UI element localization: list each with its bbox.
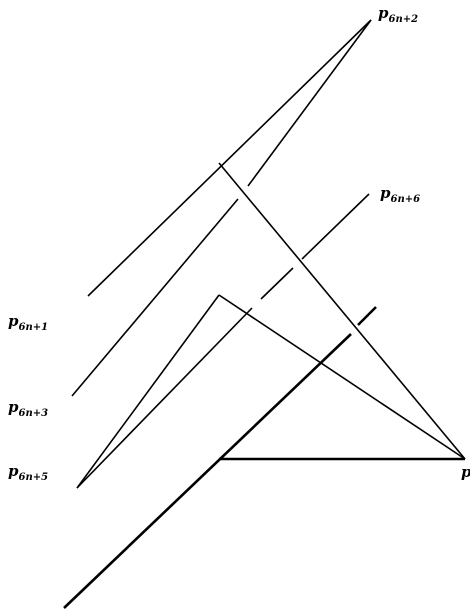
edge-p6-to-p5 [76,307,253,489]
thick-line-top [357,306,377,326]
edge-upper-apex-to-right [218,162,466,460]
label-p6n6: p6n+6 [380,184,420,205]
edge-p5-to-lower-apex [76,294,220,489]
edge-p2-p3-upper [247,19,372,187]
edge-lower-apex-to-right [218,294,466,460]
thick-line-bottom [63,333,352,609]
edge-p6-segment-upper [301,193,370,260]
label-p6n1: p6n+1 [8,312,48,333]
edge-p2-p3-lower [71,198,239,397]
label-p6n3: p6n+3 [8,398,48,419]
label-p6n2: p6n+2 [378,4,418,25]
label-right-point: p [461,463,470,481]
edge-p1-p2 [87,19,372,297]
label-p6n5: p6n+5 [8,462,48,483]
edge-p6-segment-lower [260,267,294,300]
